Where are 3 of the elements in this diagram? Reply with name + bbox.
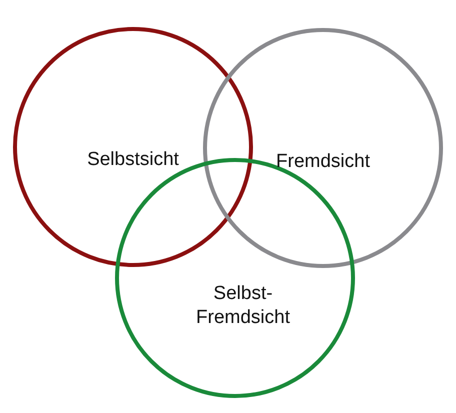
circle-label: Selbst- Fremdsicht: [195, 282, 291, 330]
circle-label: Selbstsicht: [86, 148, 180, 172]
circle-label: Fremdsicht: [275, 150, 371, 174]
